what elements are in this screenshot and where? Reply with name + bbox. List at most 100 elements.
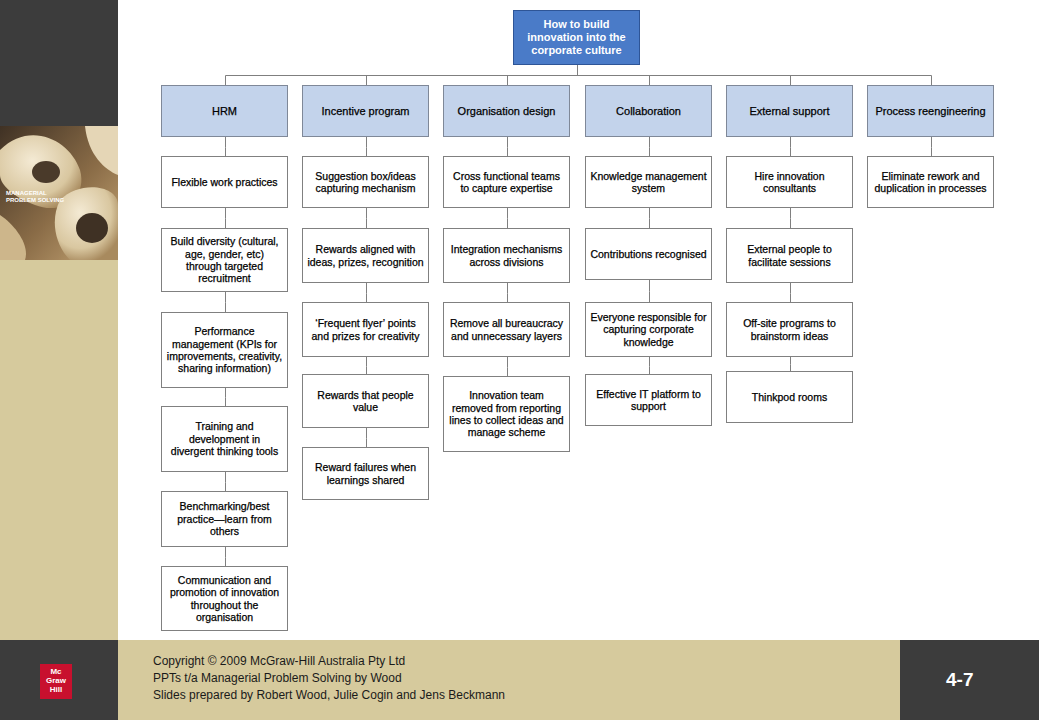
box-text: Contributions recognised <box>590 248 706 260</box>
connector-line <box>508 65 578 85</box>
root-box: How to build innovation into the corpora… <box>513 10 640 65</box>
item-box: Reward failures when learnings shared <box>302 447 429 500</box>
box-text: Performance management (KPIs for improve… <box>166 325 283 375</box>
connector-line <box>225 292 226 312</box>
credit-line: PPTs t/a Managerial Problem Solving by W… <box>153 671 402 685</box>
connector-line <box>366 137 367 156</box>
connector-line <box>366 208 367 228</box>
item-box: ‘Frequent flyer’ points and prizes for c… <box>302 302 429 357</box>
connector-line <box>790 283 791 302</box>
connector-line <box>790 357 791 371</box>
connector-line <box>225 472 226 491</box>
publisher-logo <box>40 664 72 699</box>
slide-ground <box>0 0 1039 640</box>
connector-line <box>366 428 367 447</box>
item-box: Thinkpod rooms <box>726 371 853 423</box>
box-text: Innovation team removed from reporting l… <box>448 389 565 439</box>
item-box: Benchmarking/best practice—learn from ot… <box>161 491 288 547</box>
item-box: Communication and promotion of innovatio… <box>161 566 288 631</box>
cover-hole <box>32 161 60 183</box>
box-text: Incentive program <box>321 105 409 118</box>
box-text: Rewards aligned with ideas, prizes, reco… <box>307 243 424 268</box>
box-text: Training and development in divergent th… <box>166 420 283 457</box>
connector-line <box>367 65 578 85</box>
category-box: External support <box>726 85 853 137</box>
item-box: Hire innovation consultants <box>726 156 853 208</box>
box-text: Organisation design <box>458 105 556 118</box>
connector-line <box>225 547 226 566</box>
cover-shape <box>55 187 118 260</box>
item-box: Eliminate rework and duplication in proc… <box>867 156 994 208</box>
side-bar <box>0 0 118 126</box>
box-text: Effective IT platform to support <box>590 388 707 413</box>
box-text: Eliminate rework and duplication in proc… <box>872 170 989 195</box>
category-box: Process reengineering <box>867 85 994 137</box>
item-box: Off-site programs to brainstorm ideas <box>726 302 853 357</box>
item-box: Training and development in divergent th… <box>161 406 288 472</box>
connector-line <box>931 137 932 156</box>
item-box: Everyone responsible for capturing corpo… <box>585 302 712 357</box>
connector-line <box>578 65 932 85</box>
box-text: Hire innovation consultants <box>731 170 848 195</box>
page-number: 4-7 <box>946 669 973 692</box>
box-text: Reward failures when learnings shared <box>307 461 424 486</box>
box-text: Communication and promotion of innovatio… <box>166 574 283 624</box>
connector-line <box>790 208 791 228</box>
item-box: Flexible work practices <box>161 156 288 208</box>
connector-line <box>507 208 508 228</box>
connector-line <box>225 388 226 406</box>
category-box: Incentive program <box>302 85 429 137</box>
credit-line: Slides prepared by Robert Wood, Julie Co… <box>153 688 505 702</box>
cover-shape <box>0 215 26 260</box>
item-box: Build diversity (cultural, age, gender, … <box>161 228 288 292</box>
item-box: Contributions recognised <box>585 228 712 280</box>
cover-ground <box>0 126 118 260</box>
connector-line <box>366 357 367 374</box>
side-bar <box>0 260 118 640</box>
box-text: Collaboration <box>616 105 681 118</box>
connector-line <box>507 283 508 302</box>
connector-line <box>790 137 791 156</box>
box-text: How to build innovation into the corpora… <box>518 18 635 57</box>
connector-line <box>649 357 650 374</box>
item-box: Knowledge management system <box>585 156 712 208</box>
box-text: Cross functional teams to capture expert… <box>448 170 565 195</box>
connector-line <box>649 208 650 228</box>
connector-line <box>225 208 226 228</box>
book-cover <box>0 126 118 260</box>
box-text: Integration mechanisms across divisions <box>448 243 565 268</box>
item-box: Suggestion box/ideas capturing mechanism <box>302 156 429 208</box>
item-box: External people to facilitate sessions <box>726 228 853 283</box>
box-text: HRM <box>212 105 237 118</box>
box-text: External people to facilitate sessions <box>731 243 848 268</box>
connector-line <box>226 65 578 85</box>
box-text: ‘Frequent flyer’ points and prizes for c… <box>307 317 424 342</box>
box-text: Off-site programs to brainstorm ideas <box>731 317 848 342</box>
connector-line <box>225 137 226 156</box>
box-text: Rewards that people value <box>307 389 424 414</box>
footer-right <box>900 640 1039 720</box>
cover-shape <box>85 126 118 175</box>
box-text: Remove all bureaucracy and unnecessary l… <box>448 317 565 342</box>
box-text: Everyone responsible for capturing corpo… <box>590 311 707 348</box>
copyright-line: Copyright © 2009 McGraw-Hill Australia P… <box>153 654 405 668</box>
category-box: Organisation design <box>443 85 570 137</box>
box-text: Knowledge management system <box>590 170 707 195</box>
connector-line <box>649 137 650 156</box>
connector-line <box>366 283 367 302</box>
connector-line <box>507 357 508 376</box>
footer-left <box>0 640 118 720</box>
box-text: Benchmarking/best practice—learn from ot… <box>166 500 283 537</box>
cover-title: MANAGERIAL PROBLEM SOLVING <box>6 190 76 203</box>
category-box: Collaboration <box>585 85 712 137</box>
footer-band <box>118 640 900 720</box>
item-box: Effective IT platform to support <box>585 374 712 426</box>
item-box: Rewards that people value <box>302 374 429 428</box>
category-box: HRM <box>161 85 288 137</box>
item-box: Innovation team removed from reporting l… <box>443 376 570 452</box>
cover-hole <box>76 213 108 243</box>
box-text: Process reengineering <box>875 105 985 118</box>
box-text: Thinkpod rooms <box>752 391 827 403</box>
box-text: Flexible work practices <box>171 176 277 188</box>
